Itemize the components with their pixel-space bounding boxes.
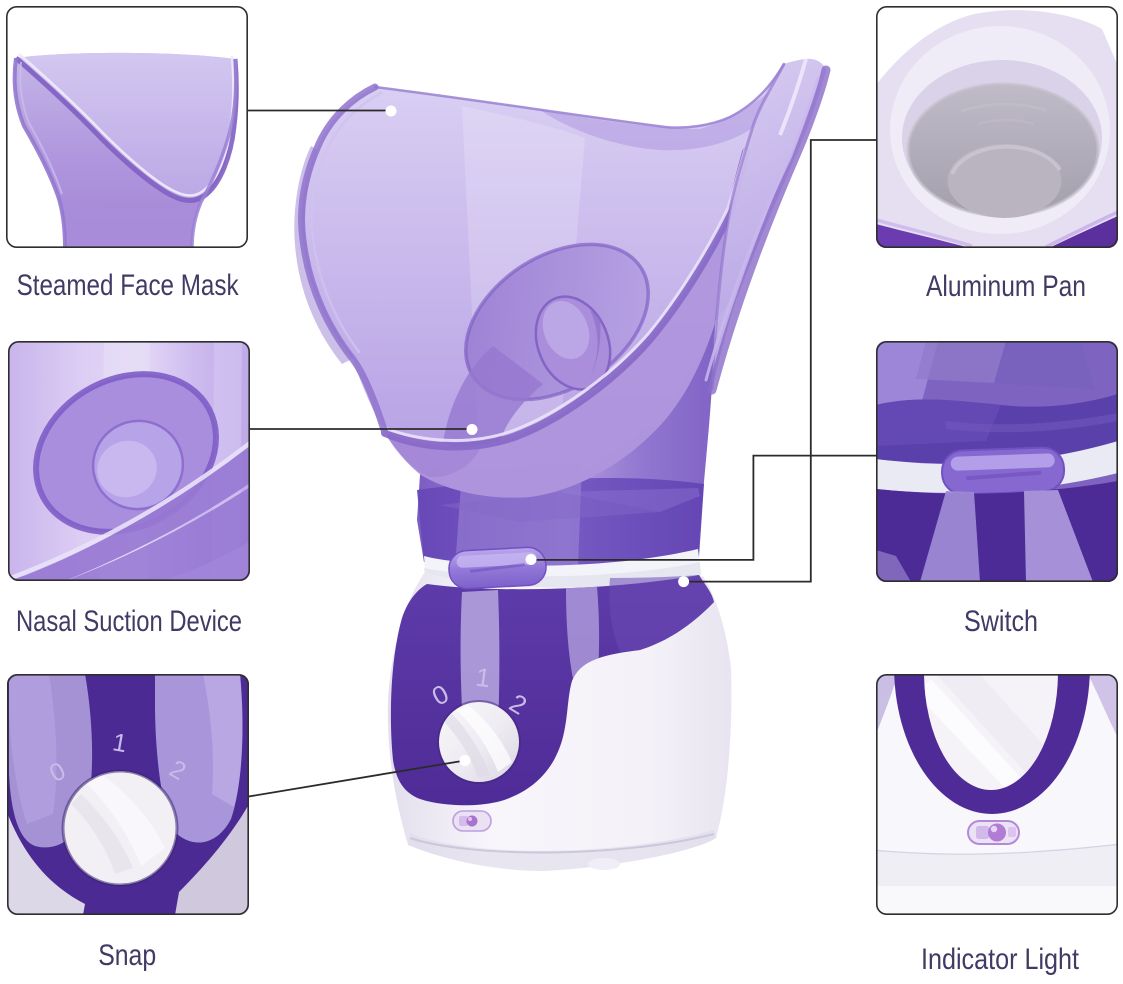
svg-text:1: 1: [110, 728, 129, 758]
svg-text:Aluminum Pan: Aluminum Pan: [926, 270, 1086, 303]
svg-text:Nasal Suction Device: Nasal Suction Device: [16, 605, 242, 638]
svg-text:Steamed Face Mask: Steamed Face Mask: [17, 269, 240, 302]
svg-text:Indicator Light: Indicator Light: [921, 943, 1080, 976]
svg-text:1: 1: [474, 662, 493, 694]
svg-text:Switch: Switch: [964, 605, 1038, 638]
svg-text:Snap: Snap: [98, 939, 156, 972]
